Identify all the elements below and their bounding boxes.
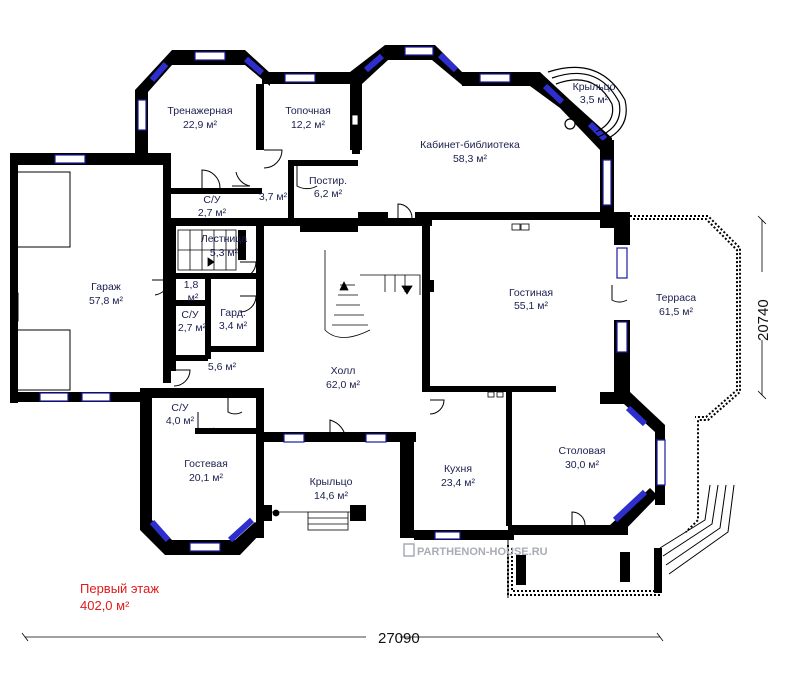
room-name-stairs: Лестница — [201, 233, 247, 245]
diagonal-windows — [149, 52, 648, 543]
room-area-hall: 62,0 м² — [326, 379, 361, 391]
room-name-wardrobe: Гард. — [220, 307, 246, 319]
room-name-kitchen: Кухня — [444, 463, 472, 475]
floor-area: 402,0 м² — [80, 598, 130, 613]
room-area-stairs: 5,3 м² — [210, 247, 239, 259]
room-area-gym: 22,9 м² — [183, 119, 218, 131]
room-area-wc-2: 2,7 м² — [178, 322, 207, 334]
room-name-gym: Тренажерная — [167, 105, 232, 117]
dimension-horizontal — [21, 632, 664, 642]
room-name-hall: Холл — [331, 365, 356, 377]
room-name-wc-3: С/У — [171, 402, 189, 414]
kitchen-bottom-bars — [516, 548, 662, 593]
room-area-library: 58,3 м² — [453, 153, 488, 165]
room-area-laundry: 6,2 м² — [314, 188, 343, 200]
room-name-porch-main: Крыльцо — [310, 476, 353, 488]
room-name-laundry: Постир. — [309, 175, 347, 187]
dimension-height-label: 20740 — [755, 299, 772, 341]
doors — [152, 149, 628, 526]
wall-details — [351, 114, 530, 398]
room-name-porch-small: Крыльцо — [573, 81, 616, 93]
watermark: PARTHENON-HOUSE.RU — [403, 543, 548, 558]
watermark-logo-icon — [403, 543, 415, 557]
room-name-wc-2: С/У — [181, 309, 199, 321]
room-area-closet-small: м² — [188, 292, 199, 304]
room-name-dining: Столовая — [559, 445, 606, 457]
floor-name: Первый этаж — [80, 581, 159, 596]
room-name-garage: Гараж — [91, 281, 121, 293]
stairs — [177, 229, 421, 338]
room-area-corridor: 3,7 м² — [259, 191, 288, 203]
room-area-vestibule: 5,6 м² — [208, 361, 237, 373]
room-area-wardrobe: 3,4 м² — [219, 320, 248, 332]
room-name-closet-small: 1,8 — [184, 279, 199, 291]
windows — [39, 46, 666, 552]
small-porch — [547, 66, 627, 143]
dimension-vertical — [757, 215, 767, 400]
porch-steps — [272, 509, 366, 531]
terrace-steps — [507, 484, 735, 598]
room-area-living: 55,1 м² — [514, 300, 549, 312]
room-area-garage: 57,8 м² — [89, 295, 124, 307]
room-name-guest: Гостевая — [184, 458, 228, 470]
room-name-wc-1: С/У — [203, 194, 221, 206]
dimension-width-label: 27090 — [378, 630, 420, 647]
room-name-boiler: Топочная — [285, 105, 331, 117]
room-area-porch-small: 3,5 м² — [580, 94, 609, 106]
watermark-text: PARTHENON-HOUSE.RU — [417, 546, 548, 558]
room-name-terrace: Терраса — [656, 292, 696, 304]
room-area-wc-3: 4,0 м² — [166, 415, 195, 427]
room-area-boiler: 12,2 м² — [291, 119, 326, 131]
room-area-kitchen: 23,4 м² — [441, 477, 476, 489]
room-area-wc-1: 2,7 м² — [198, 207, 227, 219]
room-labels: Тренажерная 22,9 м² Топочная 12,2 м² Каб… — [89, 81, 696, 502]
room-area-porch-main: 14,6 м² — [314, 490, 349, 502]
garage-doors — [11, 171, 71, 391]
room-area-guest: 20,1 м² — [189, 472, 224, 484]
room-name-living: Гостиная — [509, 287, 553, 299]
room-area-terrace: 61,5 м² — [659, 306, 694, 318]
room-area-dining: 30,0 м² — [565, 459, 600, 471]
room-name-library: Кабинет-библиотека — [420, 139, 520, 151]
